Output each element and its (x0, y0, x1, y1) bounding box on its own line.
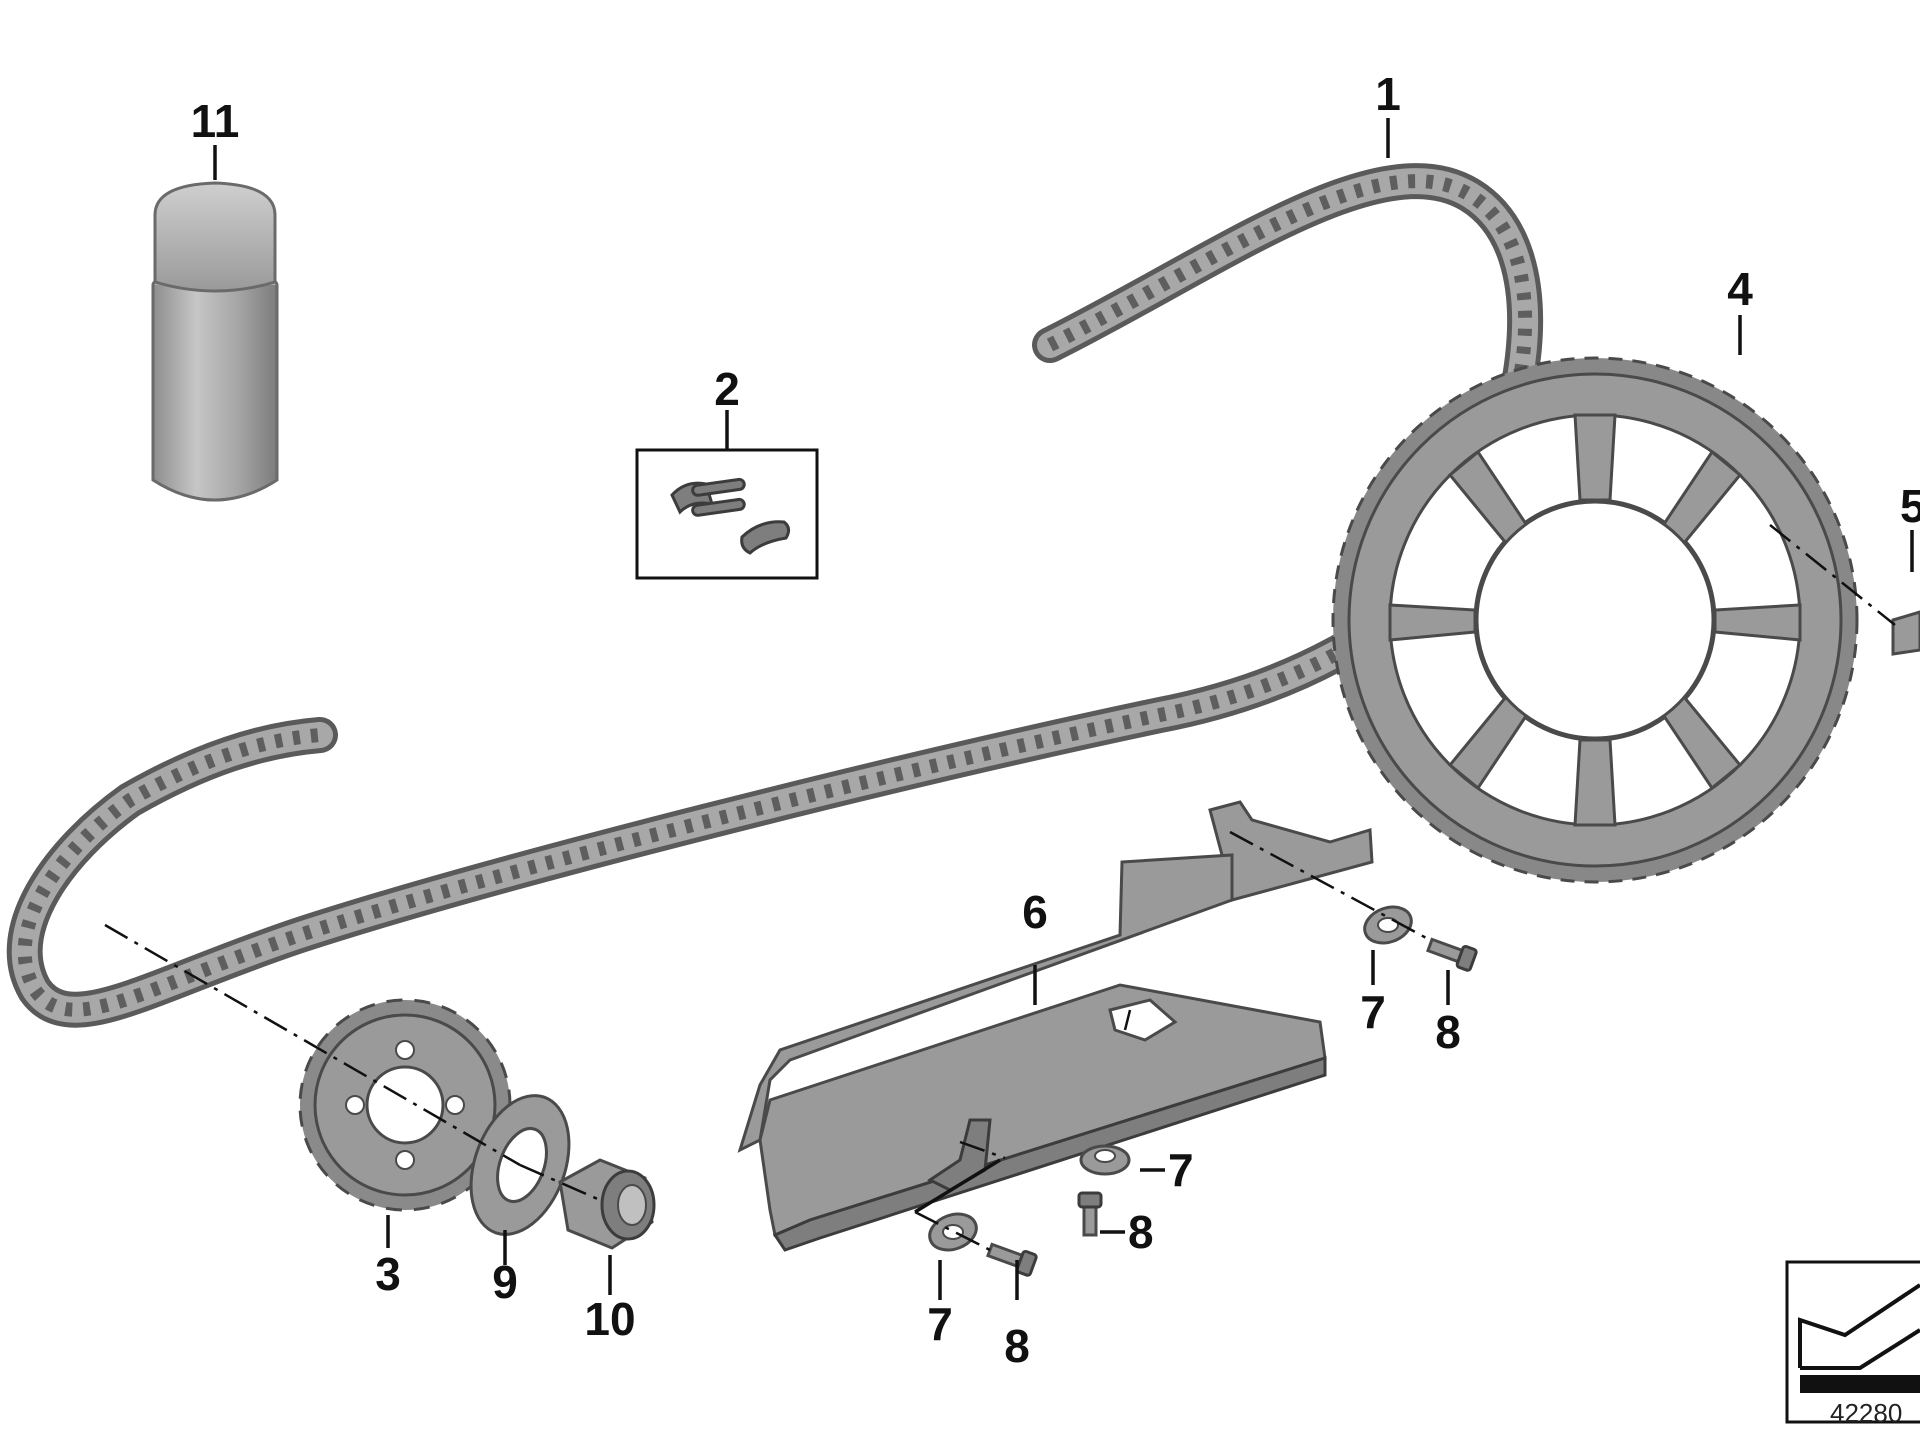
roller-chain-icon (6, 163, 1544, 1028)
callout-8a: 8 (1435, 1006, 1461, 1058)
callout-5: 5 (1900, 480, 1920, 532)
callout-8c: 8 (1004, 1320, 1030, 1372)
callout-3: 3 (375, 1248, 401, 1300)
leader-lines (213, 118, 1914, 1300)
callout-9: 9 (492, 1256, 518, 1308)
front-sprocket-icon (298, 998, 512, 1212)
chain-link-kit-icon (635, 448, 819, 580)
sprocket-nut-icon (1891, 610, 1920, 656)
view-direction-symbol (1785, 1260, 1920, 1424)
callout-1: 1 (1375, 68, 1401, 120)
arrow-corner-icon (1800, 1328, 1920, 1370)
callout-7c: 7 (927, 1298, 953, 1350)
callout-4: 4 (1727, 263, 1753, 315)
collar-nut-icon (558, 1158, 656, 1250)
callout-10: 10 (584, 1293, 635, 1345)
washer-icon (928, 905, 1413, 1252)
callout-7a: 7 (1360, 986, 1386, 1038)
bolt-icon (986, 937, 1478, 1277)
callout-labels: 1 2 3 4 5 6 7 8 7 8 7 8 9 10 11 (191, 68, 1920, 1372)
callout-8b: 8 (1128, 1206, 1154, 1258)
callout-7b: 7 (1168, 1144, 1194, 1196)
callout-6: 6 (1022, 886, 1048, 938)
document-id: 42280 (1830, 1398, 1902, 1428)
callout-11: 11 (191, 95, 240, 147)
chain-spray-can-icon (151, 181, 279, 502)
rear-sprocket-icon (1331, 356, 1859, 884)
assembly-axis-lines (104, 524, 1896, 1252)
chain-guide-icon (737, 800, 1374, 1252)
callout-2: 2 (714, 363, 740, 415)
